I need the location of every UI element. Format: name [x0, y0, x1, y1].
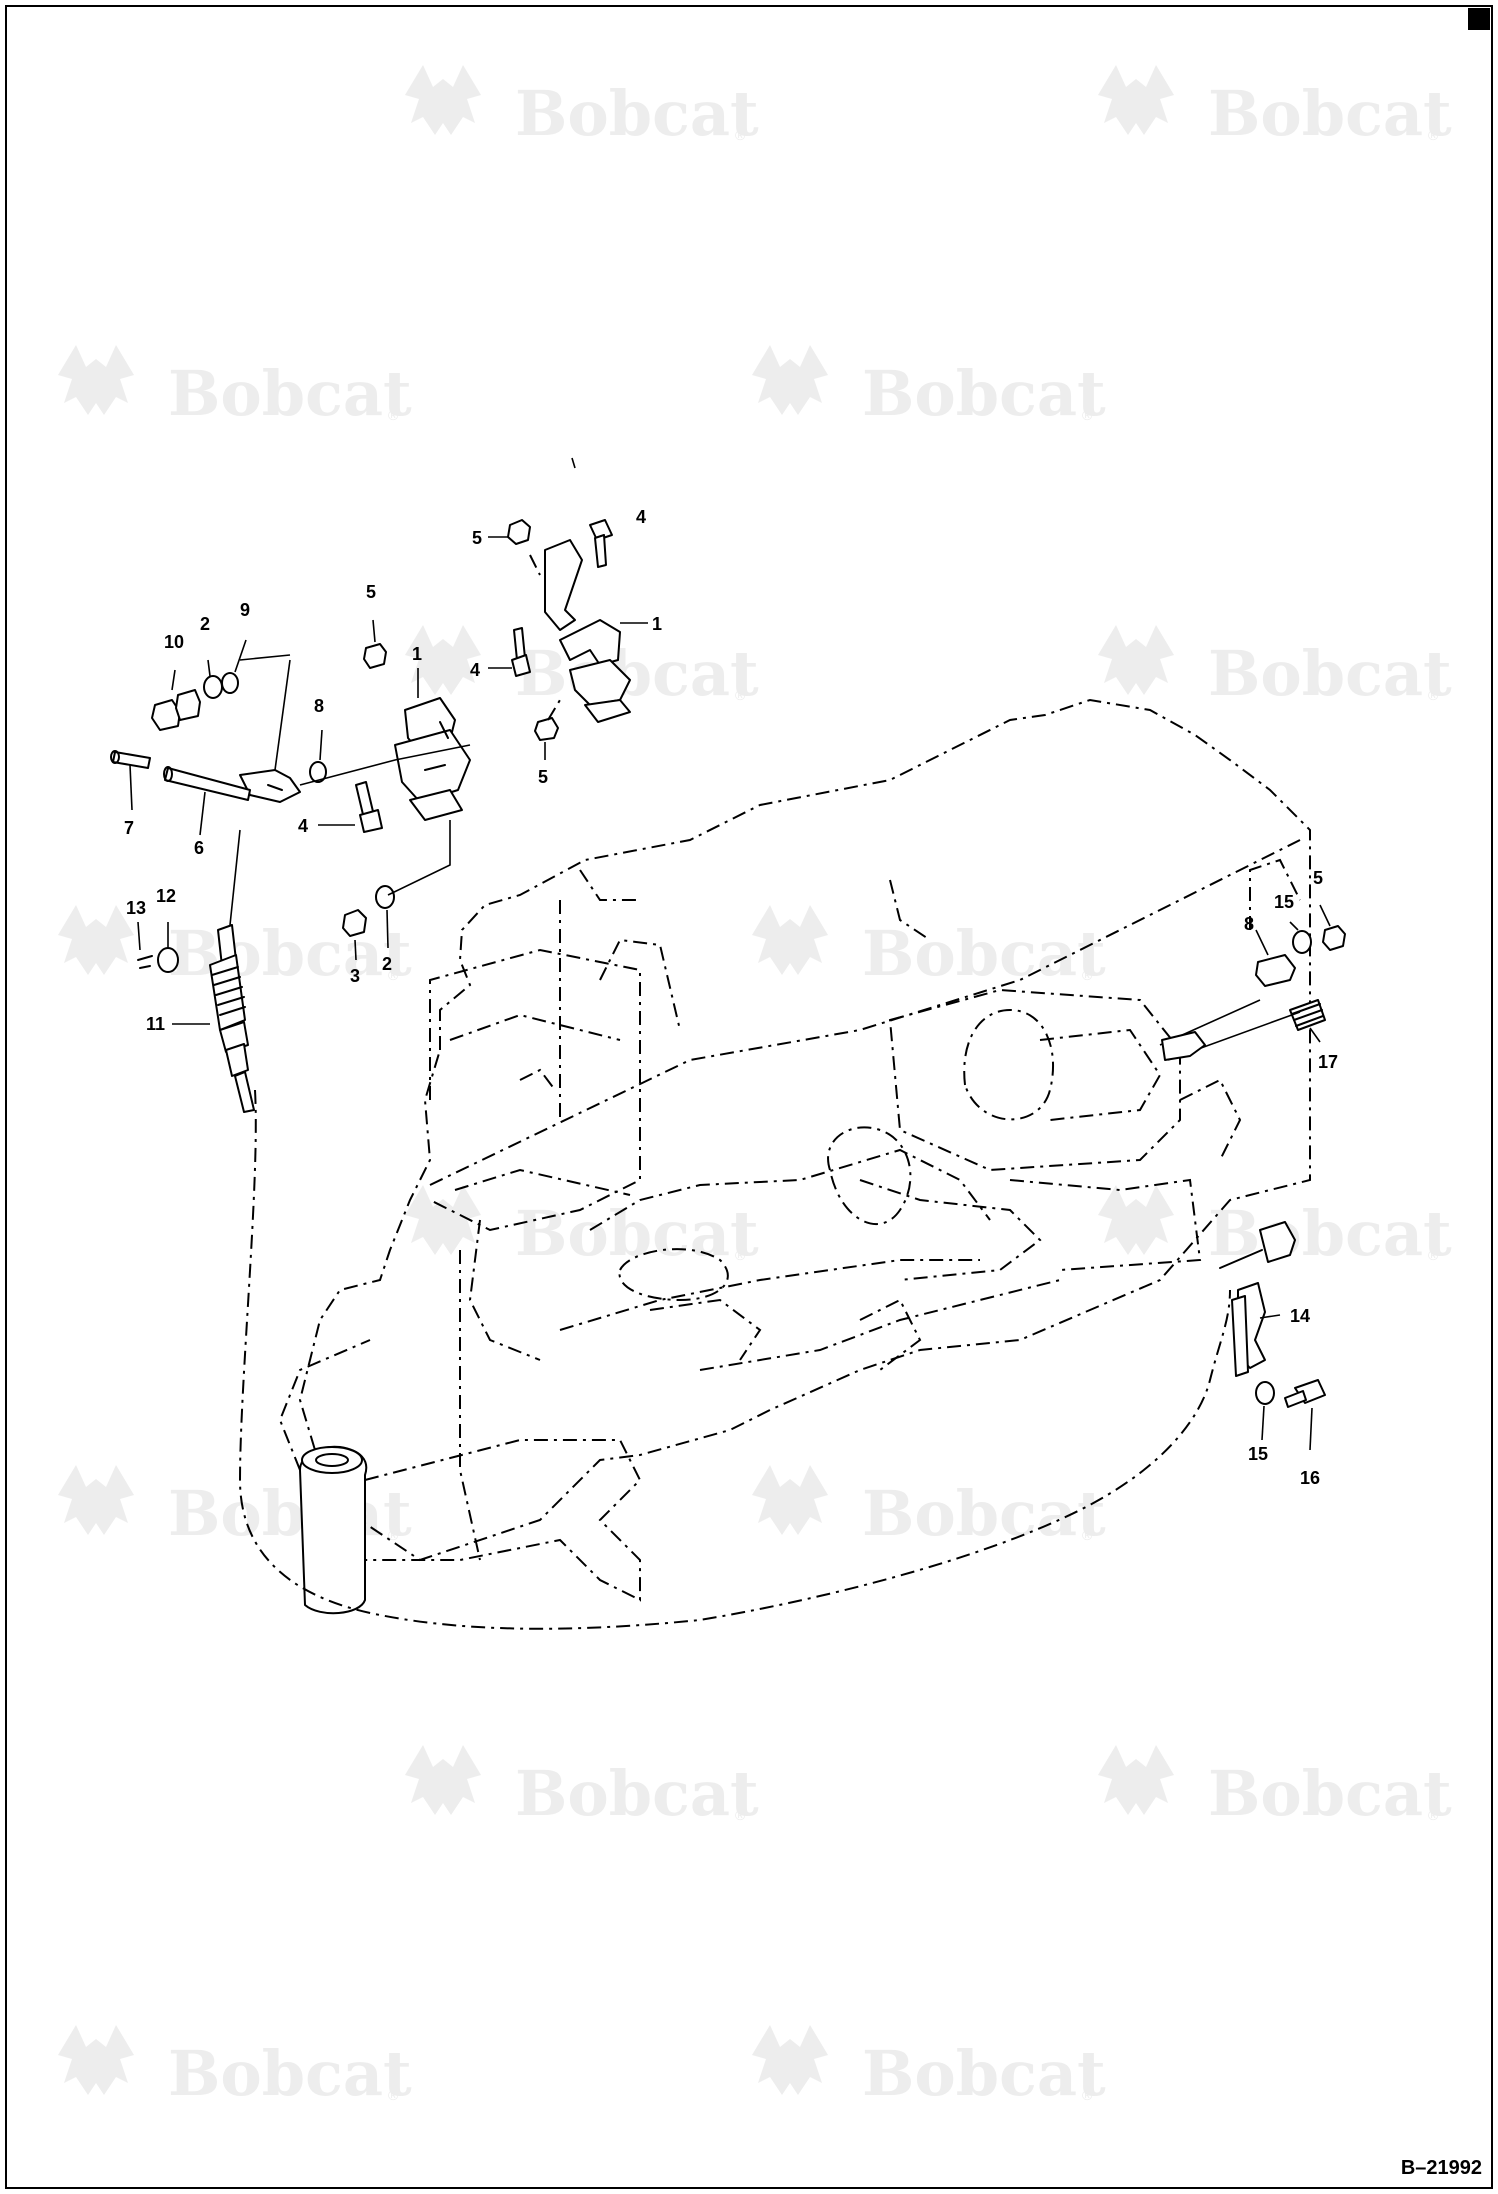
- svg-text:®: ®: [1428, 687, 1439, 703]
- svg-text:Bobcat: Bobcat: [1208, 77, 1452, 150]
- watermark: Bobcat®: [58, 345, 412, 430]
- callout-label: 9: [240, 600, 250, 620]
- svg-text:®: ®: [388, 1527, 399, 1543]
- svg-text:Bobcat: Bobcat: [862, 357, 1106, 430]
- watermark: Bobcat®: [1098, 625, 1452, 710]
- watermark: Bobcat®: [1098, 1745, 1452, 1830]
- callout-label: 4: [636, 507, 646, 527]
- drawing-frame: [5, 5, 1493, 2189]
- machine-frame: [298, 698, 1311, 1562]
- svg-text:®: ®: [735, 687, 746, 703]
- svg-text:®: ®: [1428, 127, 1439, 143]
- callout-label: 14: [1290, 1306, 1310, 1326]
- throttle-lever-assembly: [110, 519, 631, 937]
- watermark: Bobcat®: [1098, 1185, 1452, 1270]
- svg-text:Bobcat: Bobcat: [862, 1477, 1106, 1550]
- watermark: Bobcat®: [405, 625, 759, 710]
- watermark-layer: Bobcat® Bobcat® Bobcat® Bobcat® Bobcat® …: [58, 65, 1452, 2110]
- svg-text:Bobcat: Bobcat: [1208, 637, 1452, 710]
- callout-label: 1: [652, 614, 662, 634]
- callout-label: 7: [124, 818, 134, 838]
- callout-label: 5: [1313, 868, 1323, 888]
- callout-label: 12: [156, 886, 176, 906]
- svg-text:®: ®: [1082, 2087, 1093, 2103]
- watermark: Bobcat®: [405, 1745, 759, 1830]
- callout-label: 8: [314, 696, 324, 716]
- svg-text:Bobcat: Bobcat: [515, 637, 759, 710]
- callout-label: 16: [1300, 1468, 1320, 1488]
- callout-label: 2: [200, 614, 210, 634]
- svg-text:®: ®: [1082, 407, 1093, 423]
- callout-label: 5: [538, 767, 548, 787]
- callout-label: 11: [146, 1014, 165, 1034]
- svg-text:®: ®: [735, 127, 746, 143]
- svg-text:Bobcat: Bobcat: [515, 1197, 759, 1270]
- corner-mark: [1468, 8, 1490, 30]
- svg-text:Bobcat: Bobcat: [168, 2037, 412, 2110]
- svg-text:®: ®: [735, 1807, 746, 1823]
- svg-text:Bobcat: Bobcat: [168, 1477, 412, 1550]
- svg-text:Bobcat: Bobcat: [862, 917, 1106, 990]
- callout-label: 4: [470, 660, 480, 680]
- svg-text:®: ®: [388, 2087, 399, 2103]
- svg-text:®: ®: [1428, 1247, 1439, 1263]
- leader-lines: [129, 457, 1331, 1451]
- watermark: Bobcat®: [58, 2025, 412, 2110]
- watermark: Bobcat®: [752, 2025, 1106, 2110]
- callout-label: 8: [1244, 914, 1254, 934]
- callout-label: 15: [1248, 1444, 1268, 1464]
- svg-text:Bobcat: Bobcat: [515, 77, 759, 150]
- callout-label: 10: [164, 632, 184, 652]
- svg-text:®: ®: [735, 1247, 746, 1263]
- watermark: Bobcat®: [1098, 65, 1452, 150]
- right-linkage: [1159, 925, 1346, 1408]
- callout-label: 13: [126, 898, 146, 918]
- callout-label: 3: [350, 966, 360, 986]
- callout-label: 15: [1274, 892, 1294, 912]
- callout-label: 5: [472, 528, 482, 548]
- svg-text:®: ®: [388, 967, 399, 983]
- callout-label: 2: [382, 954, 392, 974]
- watermark: Bobcat®: [58, 1465, 412, 1550]
- watermark: Bobcat®: [405, 1185, 759, 1270]
- callout-label: 4: [298, 816, 308, 836]
- svg-text:Bobcat: Bobcat: [1208, 1197, 1452, 1270]
- svg-text:Bobcat: Bobcat: [1208, 1757, 1452, 1830]
- svg-text:®: ®: [388, 407, 399, 423]
- callout-label: 5: [366, 582, 376, 602]
- watermark: Bobcat®: [752, 345, 1106, 430]
- svg-text:Bobcat: Bobcat: [168, 917, 412, 990]
- svg-text:®: ®: [1428, 1807, 1439, 1823]
- svg-text:Bobcat: Bobcat: [862, 2037, 1106, 2110]
- callouts: 4 5 1 4 5 5 1 10 2 9 8 7 6 4 13 12 3 2 1…: [124, 507, 1338, 1488]
- throttle-cable: [238, 1089, 1231, 1630]
- watermark: Bobcat®: [752, 1465, 1106, 1550]
- callout-label: 1: [412, 644, 422, 664]
- svg-text:Bobcat: Bobcat: [168, 357, 412, 430]
- svg-text:Bobcat: Bobcat: [515, 1757, 759, 1830]
- callout-label: 6: [194, 838, 204, 858]
- svg-text:®: ®: [1082, 1527, 1093, 1543]
- callout-label: 17: [1318, 1052, 1338, 1072]
- swing-arm: [278, 1339, 642, 1615]
- watermark: Bobcat®: [752, 905, 1106, 990]
- watermark: Bobcat®: [58, 905, 412, 990]
- svg-text:®: ®: [1082, 967, 1093, 983]
- watermark: Bobcat®: [405, 65, 759, 150]
- drawing-code: B–21992: [1400, 2157, 1482, 2179]
- cable-end: [137, 829, 255, 1113]
